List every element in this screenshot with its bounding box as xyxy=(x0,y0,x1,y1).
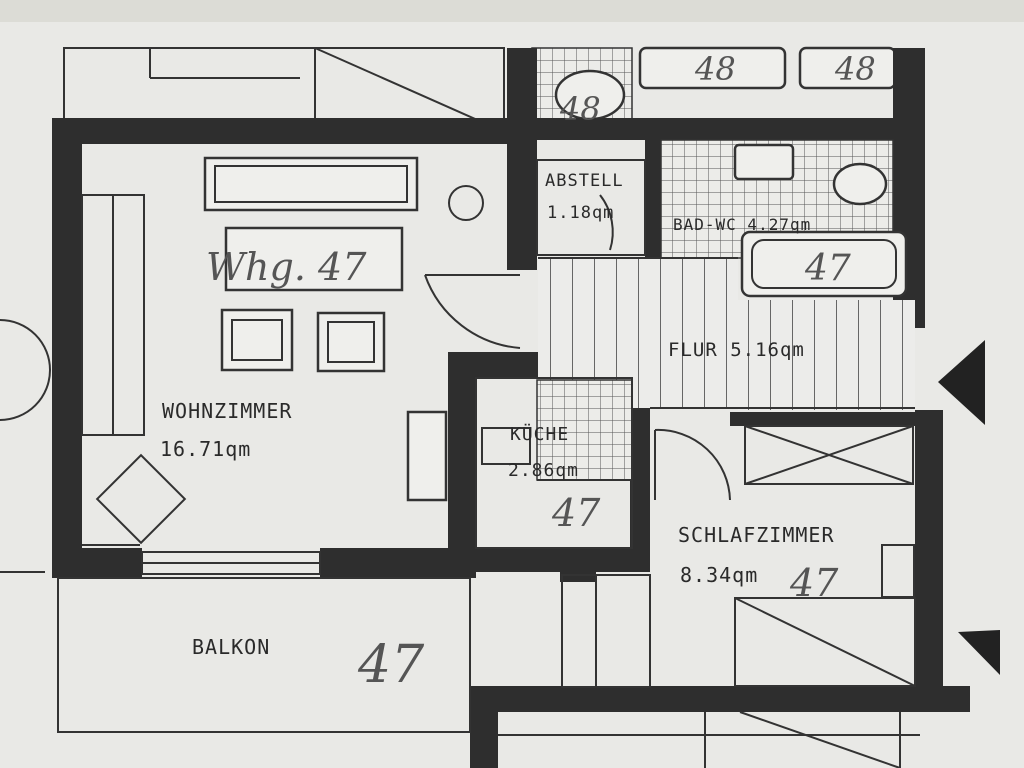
flur-label: FLUR 5.16qm xyxy=(668,339,805,361)
living-room-furniture xyxy=(82,156,484,546)
handwritten-whg-47: Whg. 47 xyxy=(206,245,367,289)
abstell-room xyxy=(536,159,646,256)
neighbor-area-bottom xyxy=(0,319,920,768)
entrance-arrow-icon xyxy=(938,340,985,425)
wohnzimmer-label: WOHNZIMMER xyxy=(162,399,292,423)
kueche-area: 2.86qm xyxy=(508,460,579,481)
wohnzimmer-area: 16.71qm xyxy=(160,437,251,461)
schlafzimmer-area: 8.34qm xyxy=(680,563,758,587)
handwritten-kueche-47: 47 xyxy=(551,491,601,535)
handwritten-schlafzimmer-47: 47 xyxy=(789,561,839,605)
handwritten-neighbor-48-b: 48 xyxy=(694,50,736,88)
hallway xyxy=(538,257,915,410)
walls xyxy=(52,48,970,768)
bad-label: BAD-WC 4.27qm xyxy=(673,215,811,234)
handwritten-neighbor-48-a: 48 xyxy=(559,90,601,128)
schlafzimmer-label: SCHLAFZIMMER xyxy=(678,523,835,547)
balkon-label: BALKON xyxy=(192,635,270,659)
paper-top-edge xyxy=(0,0,1024,22)
kueche-label: KÜCHE xyxy=(510,423,569,445)
handwritten-balkon-47: 47 xyxy=(357,635,425,695)
bathroom xyxy=(660,139,908,298)
kitchen xyxy=(475,377,633,549)
abstell-label: ABSTELL xyxy=(545,171,624,191)
handwritten-neighbor-48-c: 48 xyxy=(834,50,876,88)
windows xyxy=(81,194,321,575)
corner-arrow-icon xyxy=(958,630,1000,675)
bedroom-furniture xyxy=(734,425,916,687)
balcony xyxy=(57,574,651,733)
abstell-area: 1.18qm xyxy=(547,203,614,223)
handwritten-bad-47: 47 xyxy=(804,248,851,289)
